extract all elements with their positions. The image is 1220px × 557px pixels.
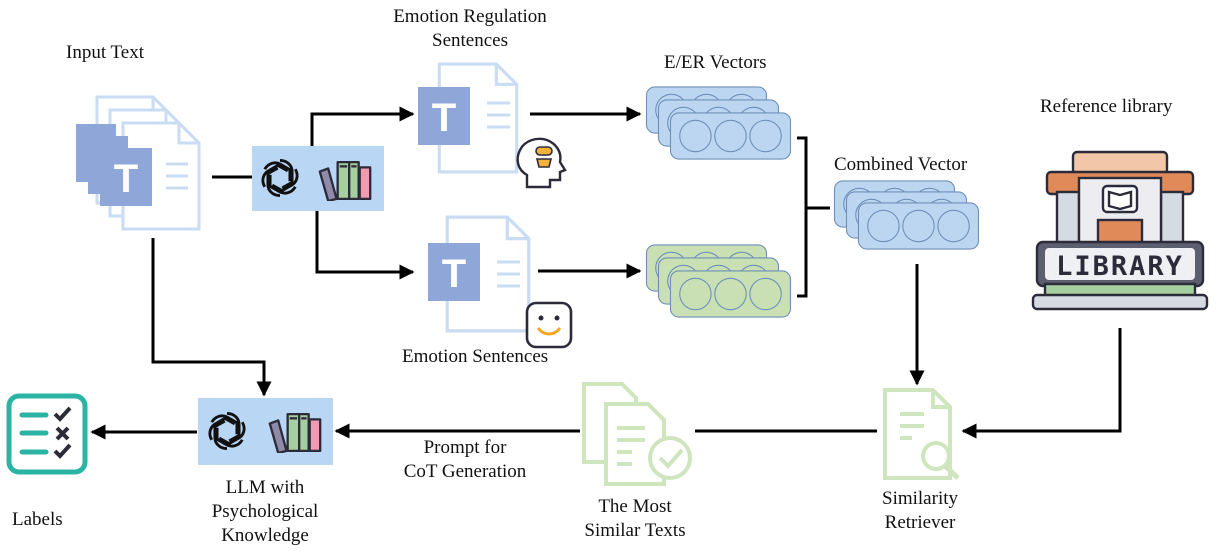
llm-psychological-label: LLM with Psychological Knowledge xyxy=(190,476,340,548)
emotion-regulation-document-icon: T xyxy=(418,62,519,174)
combined-vector-stack xyxy=(833,180,980,250)
input-text-document-icon: T xyxy=(76,95,201,231)
prompt-line1: Prompt for xyxy=(423,437,507,458)
library-to-retriever-arrow xyxy=(961,328,1122,439)
documents-check-icon xyxy=(582,382,692,486)
svg-text:T: T xyxy=(442,252,466,296)
llm-to-er-arrow xyxy=(310,106,415,146)
llm-line3: Knowledge xyxy=(221,525,309,546)
most-similar-line2: Similar Texts xyxy=(584,520,686,541)
llm-extractor-box xyxy=(252,146,384,211)
similarity-retriever-label: Similarity Retriever xyxy=(860,487,980,535)
input-text-label: Input Text xyxy=(66,42,145,63)
reference-library-label: Reference library xyxy=(1040,96,1173,117)
library-building-icon xyxy=(1031,150,1209,311)
thinking-head-icon xyxy=(516,137,567,189)
prompt-line2: CoT Generation xyxy=(403,461,527,482)
emotion-document-icon: T xyxy=(428,215,531,333)
input-to-llm2-arrow xyxy=(151,238,272,397)
labels-output-label: Labels xyxy=(12,509,63,530)
similarity-line1: Similarity xyxy=(882,488,958,509)
most-similar-line1: The Most xyxy=(598,496,672,517)
llm-line1: LLM with xyxy=(225,477,305,498)
emotion-sentences-label: Emotion Sentences xyxy=(402,346,549,367)
llm-psychological-box xyxy=(198,398,333,465)
er-vector-stack xyxy=(645,86,792,160)
combine-bracket xyxy=(797,136,830,298)
library-sign: LIBRARY xyxy=(1056,251,1184,282)
llm-to-e-arrow xyxy=(315,211,415,280)
e-vector-stack xyxy=(645,244,792,318)
er-sentences-line2: Sentences xyxy=(432,30,508,51)
er-sentences-label: Emotion Regulation Sentences xyxy=(372,5,568,53)
prompt-label: Prompt for CoT Generation xyxy=(380,436,550,484)
most-similar-texts-label: The Most Similar Texts xyxy=(560,495,710,543)
llm-line2: Psychological xyxy=(211,501,319,522)
connectors xyxy=(90,106,1122,440)
document-search-icon xyxy=(883,388,960,480)
svg-text:T: T xyxy=(114,157,138,201)
svg-text:T: T xyxy=(432,96,456,140)
similarity-line2: Retriever xyxy=(884,512,956,533)
eer-vectors-label: E/ER Vectors xyxy=(664,52,767,73)
combined-vector-label: Combined Vector xyxy=(834,154,968,175)
er-sentences-line1: Emotion Regulation xyxy=(393,6,547,27)
smiley-face-icon xyxy=(525,301,573,349)
checklist-icon xyxy=(6,393,88,475)
